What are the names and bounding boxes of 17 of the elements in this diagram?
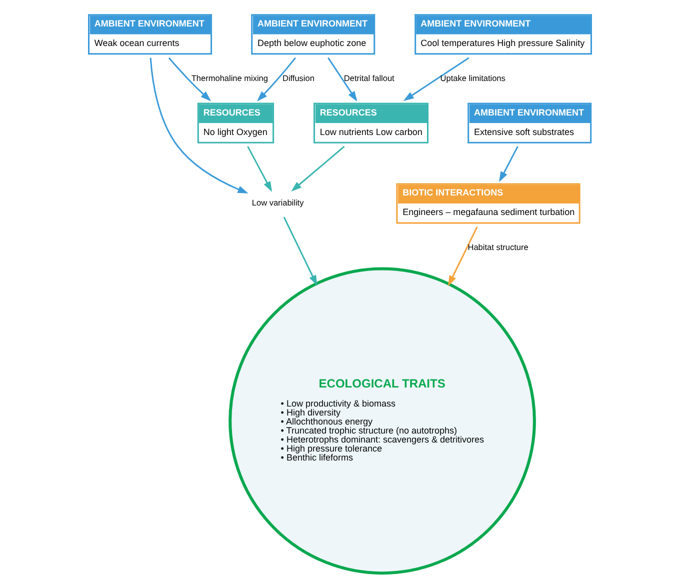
arrow [448, 226, 478, 286]
node-text: Low variability [251, 198, 304, 208]
edge-label: Habitat structure [467, 242, 528, 252]
arrow [168, 57, 211, 102]
arrow [498, 146, 518, 182]
arrow [282, 216, 317, 286]
arrow [256, 57, 296, 102]
arrow [402, 57, 469, 102]
edge-label: Uptake limitations [440, 74, 505, 83]
arrow [149, 58, 248, 194]
arrow [290, 146, 344, 192]
edge-label: Detrital fallout [343, 74, 394, 83]
arrow [327, 57, 357, 102]
arrow [246, 146, 272, 192]
edge-label: Diffusion [282, 74, 314, 83]
node-circle: ECOLOGICAL TRAITS • Low productivity & biomass • High diversity • Allochthonous energy • Truncated trophic structure (no autotrophs) • Heterotrophs dominant: scavengers & detritivores • High pressure tolerance • Benthic lifeforms [228, 267, 536, 575]
edge-label: Thermohaline mixing [190, 74, 268, 83]
